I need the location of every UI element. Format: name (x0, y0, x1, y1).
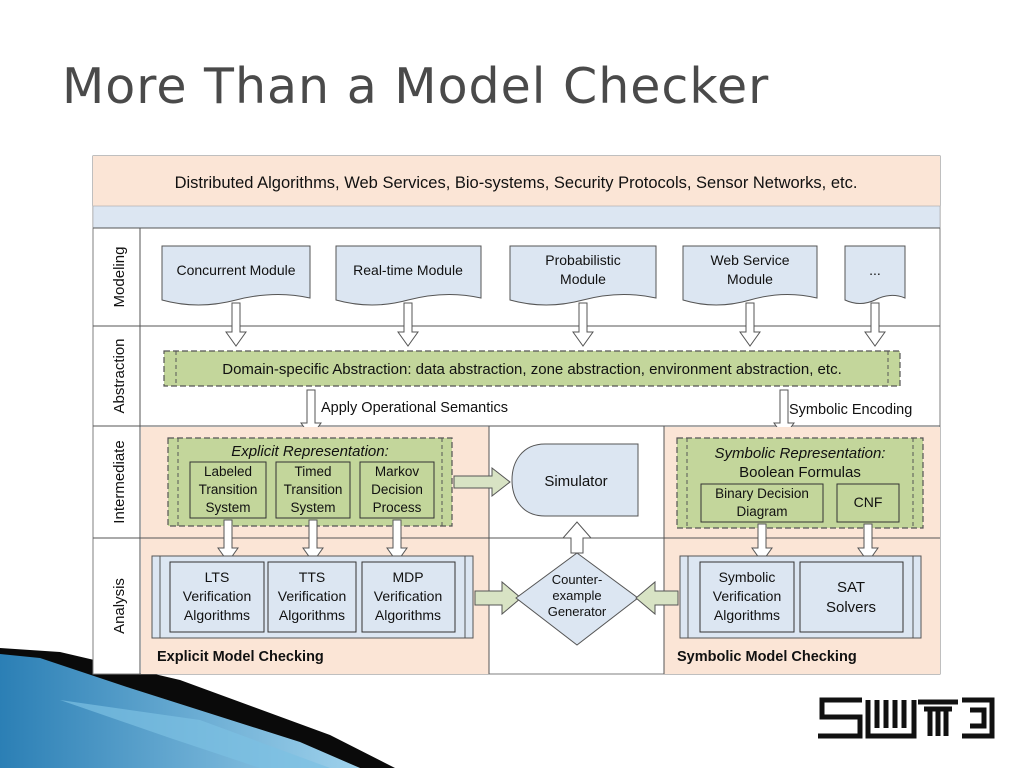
logo-letter-t (918, 699, 958, 736)
symbolic-verification-line3: Algorithms (714, 607, 780, 623)
module-realtime (335, 245, 482, 306)
module-webservice (682, 245, 818, 306)
symbolic-bdd-box (700, 483, 824, 523)
lts-verification-line3: Algorithms (184, 607, 250, 623)
explicit-lts-line1: Labeled (204, 464, 252, 479)
tts-verification-line1: TTS (299, 569, 325, 585)
lts-verification-line2: Verification (183, 588, 251, 604)
symbolic-verification-box (699, 561, 795, 633)
abstraction-box-label: Domain-specific Abstraction: data abstra… (222, 361, 841, 378)
explicit-mdp-line3: Process (373, 500, 422, 515)
sat-solvers-line2: Solvers (826, 599, 876, 616)
tts-verification-line3: Algorithms (279, 607, 345, 623)
symbolic-cnf-box (836, 483, 900, 523)
mdp-verification-box (361, 561, 456, 633)
domains-band (93, 156, 940, 206)
counterexample-line2: example (552, 588, 601, 603)
module-more-label: ... (869, 262, 881, 278)
explicit-representation-title: Explicit Representation: (231, 443, 389, 460)
mdp-verification-line2: Verification (374, 588, 442, 604)
explicit-lts-line3: System (205, 500, 250, 515)
symbolic-representation-subtitle: Boolean Formulas (739, 464, 861, 481)
logo-letter-s (818, 697, 863, 739)
arrow-symbolic-to-counterexample (635, 580, 679, 616)
module-probabilistic-label-2: Module (560, 271, 606, 287)
symbolic-representation-title: Symbolic Representation: (715, 445, 886, 462)
module-realtime-label: Real-time Module (353, 262, 463, 278)
module-webservice-label-2: Module (727, 271, 773, 287)
symbolic-verification-line2: Verification (713, 588, 781, 604)
row-label-modeling: Modeling (111, 247, 128, 308)
symbolic-cnf-label: CNF (854, 494, 883, 510)
explicit-lts-line2: Transition (199, 482, 258, 497)
domains-text: Distributed Algorithms, Web Services, Bi… (175, 174, 858, 192)
symbolic-model-checking-label: Symbolic Model Checking (677, 649, 857, 665)
mdp-verification-line1: MDP (392, 569, 423, 585)
mdp-verification-line3: Algorithms (375, 607, 441, 623)
explicit-model-checking-label: Explicit Model Checking (157, 649, 324, 665)
edge-label-apply-semantics: Apply Operational Semantics (321, 400, 508, 416)
row-label-abstraction: Abstraction (111, 338, 128, 413)
arrow-explicit-to-simulator (453, 466, 511, 498)
arrow-explicit-to-counterexample (474, 580, 522, 616)
simulator-node (511, 443, 639, 517)
symbolic-verification-line1: Symbolic (719, 569, 776, 585)
explicit-tts-line1: Timed (294, 464, 331, 479)
sat-solvers-box (799, 561, 904, 633)
explicit-mdp-line1: Markov (375, 464, 420, 479)
module-probabilistic (509, 245, 657, 306)
explicit-mdp-line2: Decision (371, 482, 423, 497)
swoosh-dark (0, 648, 395, 768)
swoosh-blue (0, 650, 360, 768)
symbolic-bdd-line2: Diagram (736, 504, 787, 519)
counterexample-line3: Generator (548, 604, 607, 619)
slide-title: More Than a Model Checker (62, 58, 770, 115)
module-concurrent-label: Concurrent Module (176, 262, 295, 278)
explicit-tts-line2: Transition (284, 482, 343, 497)
counterexample-line1: Counter- (552, 572, 603, 587)
explicit-lts-box (189, 461, 267, 519)
row-label-analysis: Analysis (111, 578, 128, 634)
module-more (844, 245, 906, 304)
explicit-tts-line3: System (290, 500, 335, 515)
arrow-counterexample-to-simulator (561, 521, 593, 554)
edge-label-symbolic-encoding: Symbolic Encoding (789, 402, 912, 418)
module-concurrent (161, 245, 311, 306)
lts-verification-line1: LTS (205, 569, 230, 585)
explicit-tts-box (275, 461, 351, 519)
row-label-intermediate: Intermediate (111, 440, 128, 523)
logo-letter-u (865, 700, 917, 739)
tts-verification-line2: Verification (278, 588, 346, 604)
module-webservice-label-1: Web Service (710, 252, 789, 268)
tts-verification-box (267, 561, 357, 633)
counterexample-generator (515, 552, 639, 646)
simulator-label: Simulator (544, 473, 607, 490)
logo-letter-d (962, 697, 995, 739)
module-probabilistic-label-1: Probabilistic (545, 252, 620, 268)
symbolic-bdd-line1: Binary Decision (715, 486, 809, 501)
swoosh-light (60, 700, 330, 768)
lts-verification-box (169, 561, 265, 633)
explicit-mdp-box (359, 461, 435, 519)
abstraction-box (163, 350, 901, 387)
sat-solvers-line1: SAT (837, 579, 865, 596)
